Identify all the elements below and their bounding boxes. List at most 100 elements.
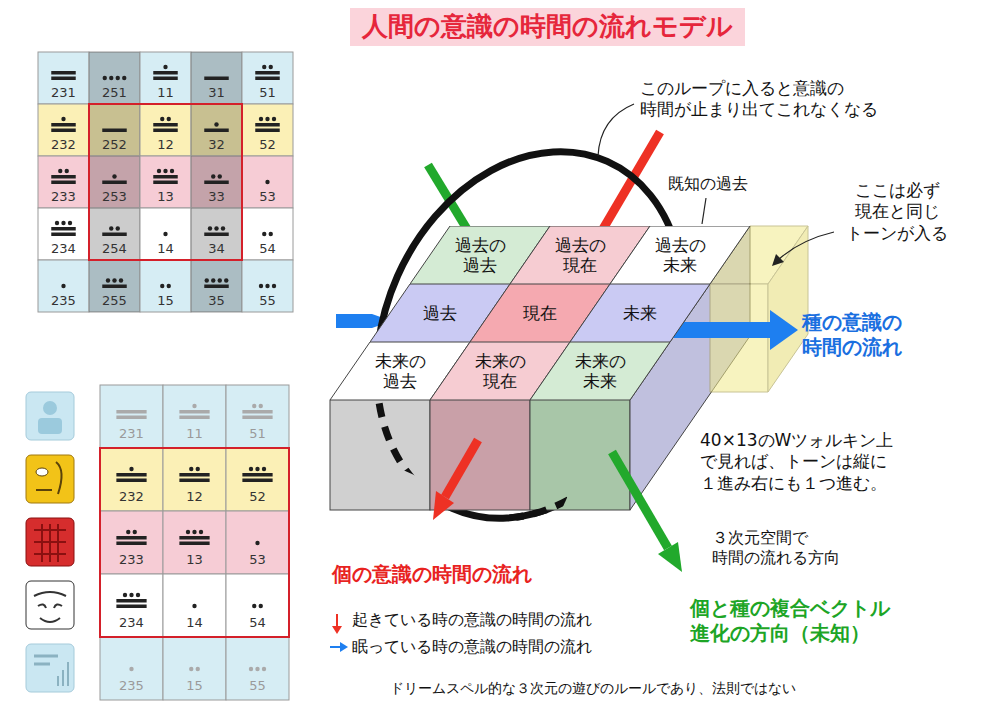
table-cell: 233 [38, 189, 89, 205]
grid-cell [100, 385, 163, 448]
grid-cell [191, 208, 242, 260]
numeral-dot [61, 284, 65, 288]
grid-cell [89, 52, 140, 104]
numeral-dot [259, 404, 263, 408]
numeral-dot [163, 65, 167, 69]
numeral-bar [204, 233, 228, 237]
numeral-dot [211, 174, 215, 178]
seal-icon [26, 581, 74, 629]
cell-text-box: 過去の 現在 [530, 226, 630, 284]
table-cell: 52 [242, 137, 293, 153]
numeral-bar [204, 285, 228, 289]
numeral-bar [179, 473, 209, 477]
numeral-bar [116, 416, 146, 420]
grid-cell [191, 260, 242, 312]
cell-label: 過去 [410, 303, 470, 323]
grid-shade [89, 208, 140, 260]
numeral-bar [153, 77, 177, 81]
seal-icon [26, 455, 74, 503]
grid-cell [163, 385, 226, 448]
table-cell: 255 [89, 293, 140, 309]
numeral-dot [218, 174, 222, 178]
grid-cell [140, 156, 191, 208]
numeral-dot [262, 667, 266, 671]
grid-cell [191, 156, 242, 208]
numeral-bar [51, 181, 75, 185]
numeral-dot [259, 604, 263, 608]
table-cell: 14 [163, 615, 226, 631]
table-cell: 14 [140, 241, 191, 257]
numeral-dot [157, 169, 161, 173]
grid-shade [191, 156, 242, 208]
grid-cell [163, 574, 226, 637]
numeral-bar [51, 129, 75, 133]
numeral-dot [196, 667, 200, 671]
table-cell: 13 [163, 552, 226, 568]
grid-shade [89, 156, 140, 208]
table-cell: 231 [100, 426, 163, 442]
numeral-dot [211, 278, 215, 282]
numeral-dot [106, 278, 110, 282]
grid-cell [38, 104, 89, 156]
table-cell: 234 [38, 241, 89, 257]
numeral-dot [199, 530, 203, 534]
numeral-dot [61, 221, 65, 225]
table-cell: 251 [89, 85, 140, 101]
cell-text-box: 未来 [590, 284, 690, 342]
grid-cell [38, 260, 89, 312]
numeral-dot [262, 65, 266, 69]
grid-cell [226, 448, 289, 511]
numeral-dot [109, 226, 113, 230]
numeral-bar [153, 181, 177, 185]
seal-icon [43, 401, 57, 415]
numeral-bar [153, 129, 177, 133]
grid-cell [89, 260, 140, 312]
table-cell: 11 [163, 426, 226, 442]
numeral-bar [255, 71, 279, 75]
grid-cell [38, 52, 89, 104]
numeral-bar [179, 416, 209, 420]
numeral-dot [265, 180, 269, 184]
numeral-dot [205, 278, 209, 282]
numeral-dot [116, 76, 120, 80]
numeral-dot [160, 284, 164, 288]
note-label: ３次元空間で 時間の流れる方向 [712, 528, 842, 568]
numeral-dot [61, 117, 65, 121]
highlight-frame [89, 104, 242, 260]
grid-cell [140, 52, 191, 104]
numeral-dot [269, 65, 273, 69]
numeral-dot [218, 278, 222, 282]
numeral-bar [255, 77, 279, 81]
time-cell: 過去の 未来 [610, 226, 750, 284]
table-cell: 54 [242, 241, 293, 257]
seal-icon [26, 518, 74, 566]
numeral-dot [136, 593, 140, 597]
table-cell: 232 [38, 137, 89, 153]
note-label: 既知の過去 [668, 174, 748, 194]
numeral-dot [68, 221, 72, 225]
cell-text-box: 未来の 過去 [350, 342, 450, 400]
highlight-frame [100, 448, 289, 637]
leader-line [598, 104, 634, 156]
numeral-dot [129, 593, 133, 597]
cell-label: 現在 [510, 303, 570, 323]
table-cell: 51 [242, 85, 293, 101]
numeral-dot [189, 667, 193, 671]
numeral-bar [51, 77, 75, 81]
numeral-bar [51, 175, 75, 179]
table-cell: 55 [226, 678, 289, 694]
numeral-dot [122, 76, 126, 80]
legend-sample [340, 642, 348, 652]
numeral-dot [65, 169, 69, 173]
note-label: 種の意識の 時間の流れ [802, 310, 922, 360]
numeral-dot [170, 169, 174, 173]
table-cell: 35 [191, 293, 242, 309]
numeral-bar [153, 123, 177, 127]
table-cell: 253 [89, 189, 140, 205]
legend-sample [332, 626, 342, 634]
evolution-arrowhead [658, 542, 682, 572]
numeral-dot [126, 530, 130, 534]
cell-label: 過去の 過去 [450, 235, 510, 276]
numeral-dot [255, 467, 259, 471]
